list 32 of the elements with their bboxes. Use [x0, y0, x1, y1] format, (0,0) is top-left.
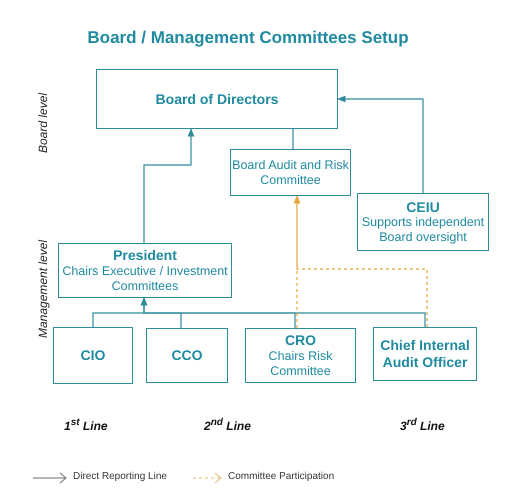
org-box — [357, 193, 489, 251]
role-description: Chairs Executive / Investment Committees — [61, 264, 229, 294]
dashed-arrow — [294, 195, 428, 327]
org-box — [373, 327, 477, 381]
role-title: Board of Directors — [156, 90, 278, 108]
role-title: President — [113, 247, 177, 264]
role-title: CCO — [171, 347, 203, 364]
legend-label: Committee Participation — [228, 471, 334, 482]
org-box — [58, 243, 232, 298]
org-box — [96, 69, 338, 129]
diagram-title: Board / Management Committees Setup — [86, 28, 410, 48]
role-description: Supports independent Board oversight — [360, 215, 486, 246]
org-box — [245, 328, 356, 383]
arrow — [143, 128, 194, 243]
connector-line — [292, 129, 294, 149]
arrow — [140, 297, 426, 327]
role-title: Chief Internal Audit Officer — [379, 337, 471, 371]
role-title: CRO — [284, 332, 316, 349]
level-label: Management level — [36, 240, 50, 338]
role-description: Chairs Risk Committee — [268, 348, 334, 379]
line-label: 2$^{nd}$ Line — [204, 417, 251, 433]
role-title: CIO — [80, 347, 106, 364]
role-title: Board Audit and Risk Committee — [231, 158, 350, 188]
legend-label: Direct Reporting Line — [73, 471, 167, 482]
org-box — [53, 327, 133, 384]
line-label: 1$^{st}$ Line — [64, 417, 108, 433]
org-box — [146, 328, 228, 383]
org-box — [230, 149, 351, 196]
role-title: CEIU — [406, 198, 440, 216]
arrow — [337, 96, 424, 193]
line-label: 3$^{rd}$ Line — [400, 417, 445, 433]
level-label: Board level — [36, 92, 50, 153]
